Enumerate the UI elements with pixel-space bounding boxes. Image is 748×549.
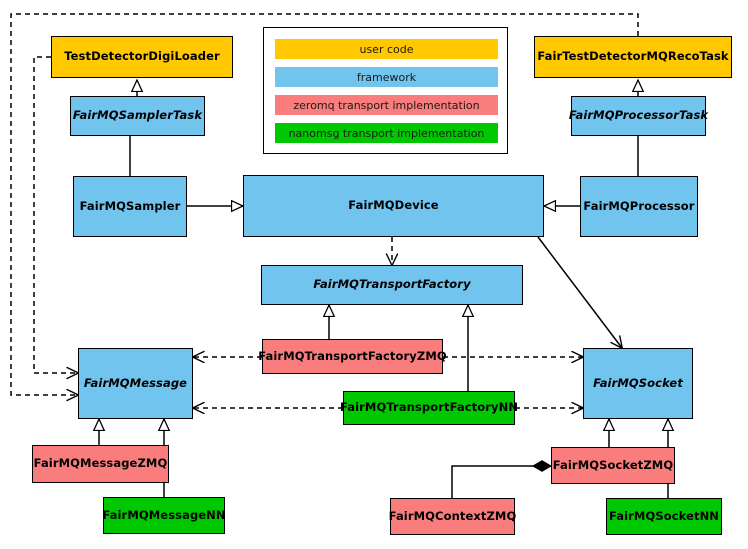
class-label: FairMQSocket xyxy=(593,375,683,390)
class-box-testdetectordigiloader[interactable]: TestDetectorDigiLoader xyxy=(51,36,233,78)
legend-item-nanomsg: nanomsg transport implementation xyxy=(275,123,498,143)
class-box-fairmqsocket[interactable]: FairMQSocket xyxy=(583,348,693,419)
class-label: FairMQProcessor xyxy=(583,198,695,213)
class-label: FairMQSampler xyxy=(79,198,181,213)
legend-label: nanomsg transport implementation xyxy=(288,126,485,140)
class-box-fairmqsamplertask[interactable]: FairMQSamplerTask xyxy=(70,96,205,136)
class-label: TestDetectorDigiLoader xyxy=(64,49,220,64)
edge-device-to-socket xyxy=(537,236,622,348)
class-label: FairMQTransportFactory xyxy=(313,277,471,292)
class-box-fairmqmessagezmq[interactable]: FairMQMessageZMQ xyxy=(32,445,169,483)
class-box-fairmqsampler[interactable]: FairMQSampler xyxy=(73,176,187,237)
class-box-fairmqcontextzmq[interactable]: FairMQContextZMQ xyxy=(388,498,517,535)
class-label: FairMQSocketZMQ xyxy=(552,457,674,472)
class-box-fairtestdetectormqrecotask[interactable]: FairTestDetectorMQRecoTask xyxy=(534,36,732,78)
legend: user code framework zeromq transport imp… xyxy=(263,27,508,154)
class-label: FairMQContextZMQ xyxy=(388,508,517,523)
class-label: FairMQMessageNN xyxy=(102,507,226,522)
class-label: FairMQTransportFactoryZMQ xyxy=(258,348,447,363)
class-box-fairmqdevice[interactable]: FairMQDevice xyxy=(243,175,544,237)
class-label: FairMQMessage xyxy=(83,375,188,390)
class-label: FairMQSocketNN xyxy=(608,508,720,523)
class-box-fairmqsocketnn[interactable]: FairMQSocketNN xyxy=(606,498,722,535)
class-box-fairmqprocessor[interactable]: FairMQProcessor xyxy=(580,176,698,237)
legend-label: user code xyxy=(359,42,414,56)
class-label: FairMQTransportFactoryNN xyxy=(339,400,519,415)
class-label: FairMQDevice xyxy=(348,198,439,213)
legend-label: framework xyxy=(356,70,417,84)
class-label: FairMQSamplerTask xyxy=(72,108,203,123)
legend-item-user-code: user code xyxy=(275,39,498,59)
class-box-fairmqtransportfactoryzmq[interactable]: FairMQTransportFactoryZMQ xyxy=(258,339,447,374)
class-box-fairmqsocketzmq[interactable]: FairMQSocketZMQ xyxy=(551,447,675,484)
legend-item-framework: framework xyxy=(275,67,498,87)
class-box-fairmqmessagenn[interactable]: FairMQMessageNN xyxy=(102,497,226,534)
legend-item-zeromq: zeromq transport implementation xyxy=(275,95,498,115)
class-box-fairmqtransportfactorynn[interactable]: FairMQTransportFactoryNN xyxy=(339,391,519,425)
class-label: FairMQProcessorTask xyxy=(568,108,709,123)
edge-contextzmq-to-socketzmq xyxy=(451,466,551,498)
class-box-fairmqmessage[interactable]: FairMQMessage xyxy=(78,348,193,419)
legend-label: zeromq transport implementation xyxy=(293,98,480,112)
class-box-fairmqtransportfactory[interactable]: FairMQTransportFactory xyxy=(261,265,523,305)
class-label: FairTestDetectorMQRecoTask xyxy=(537,49,729,64)
class-label: FairMQMessageZMQ xyxy=(33,456,168,471)
class-box-fairmqprocessortask[interactable]: FairMQProcessorTask xyxy=(568,96,709,136)
